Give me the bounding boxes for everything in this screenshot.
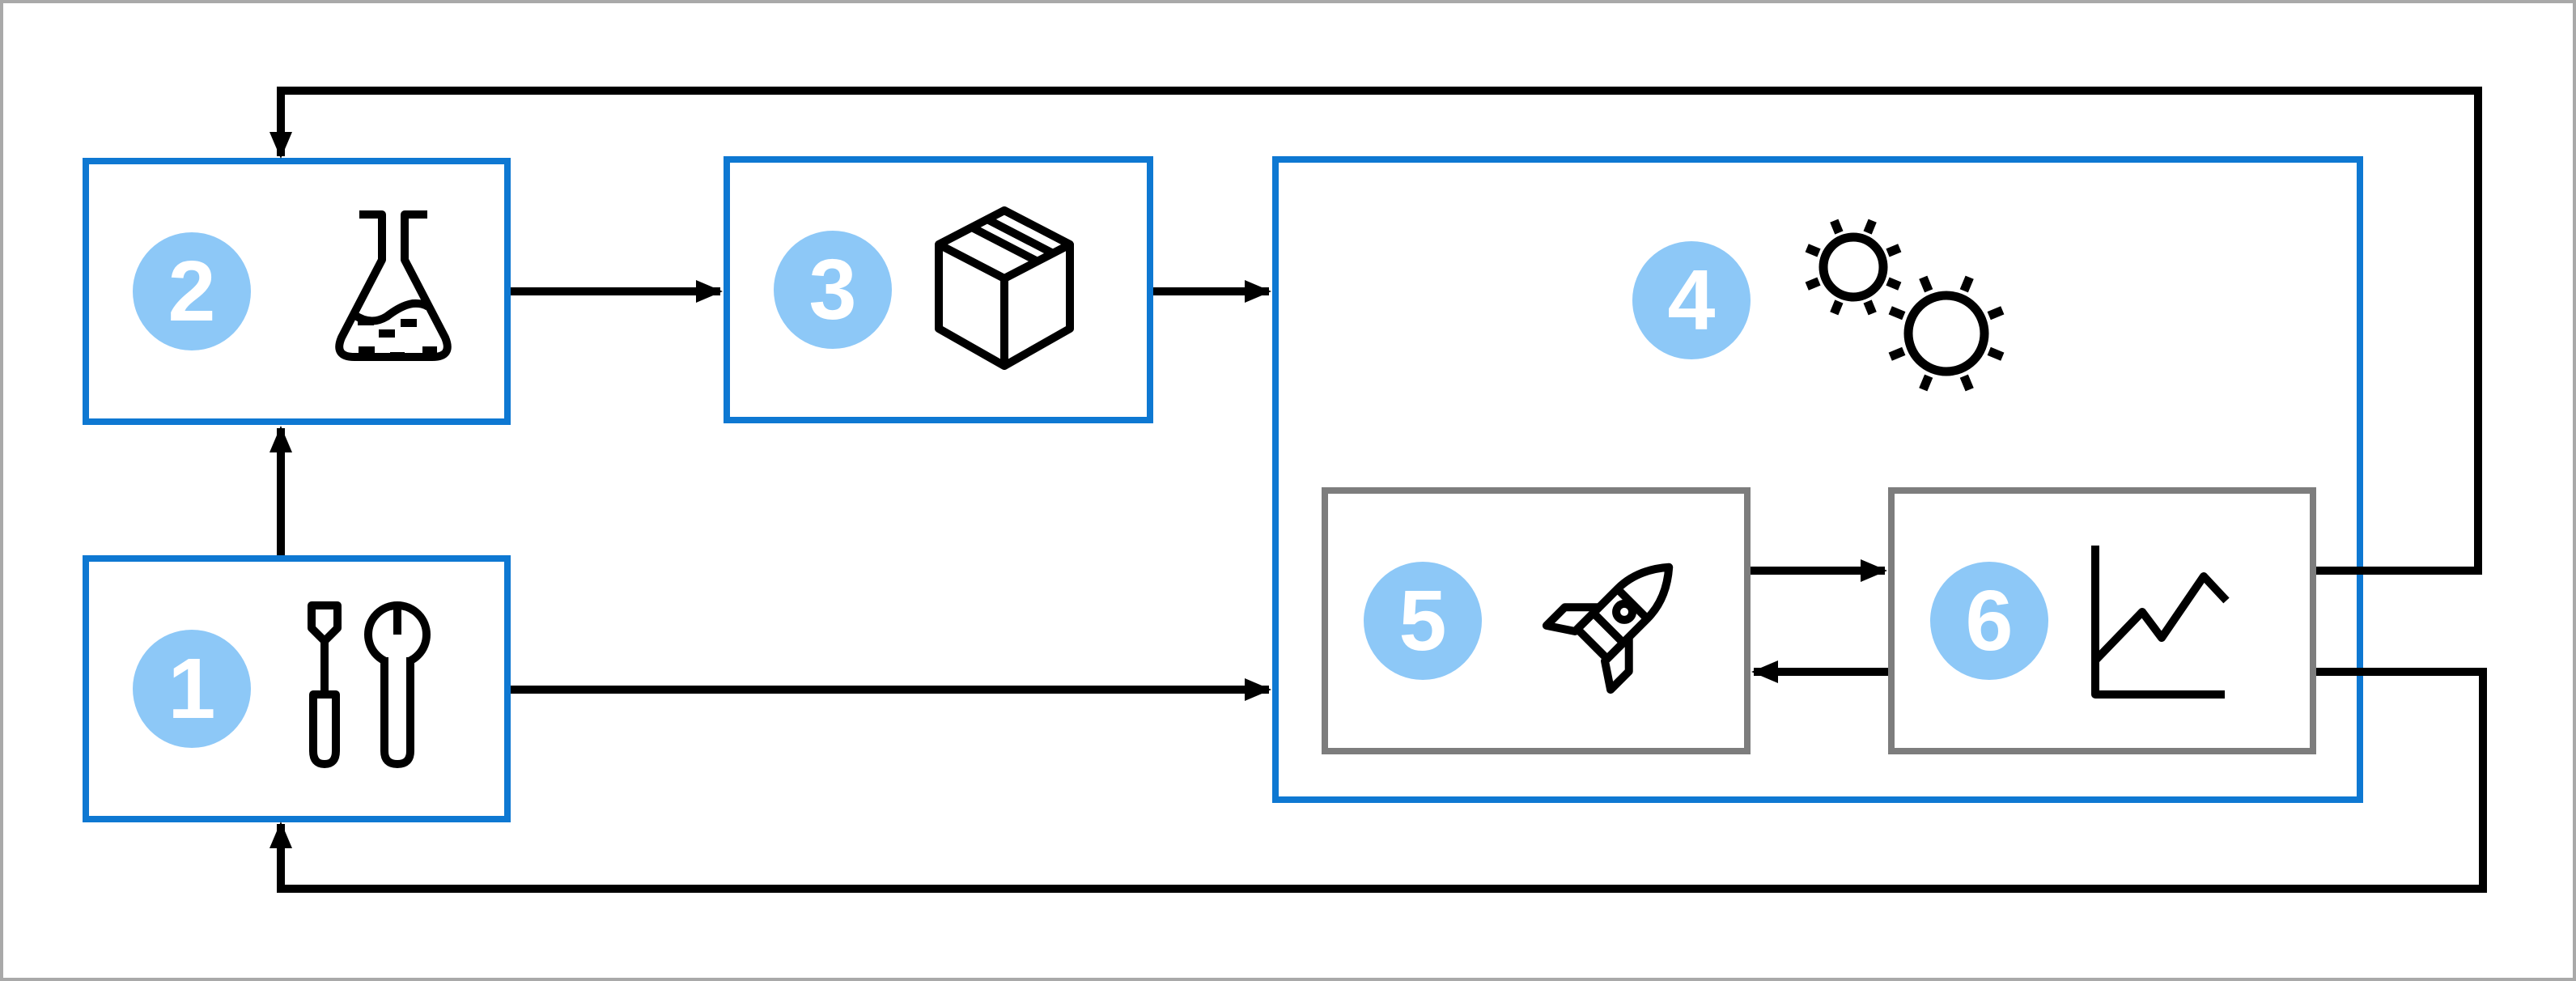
tools-icon	[308, 601, 431, 768]
step-badge-2: 2	[133, 232, 251, 350]
step-box-6: 6	[1888, 487, 2316, 754]
sun-large-icon	[1888, 275, 2005, 392]
screwdriver-handle	[309, 690, 340, 768]
rocket-window	[1612, 599, 1637, 624]
stage-container-4: 4 5	[1272, 156, 2363, 803]
step-box-5: 5	[1322, 487, 1751, 754]
wrench-handle	[380, 657, 414, 768]
step-box-3: 3	[724, 156, 1153, 423]
rocket-icon	[1542, 563, 1674, 694]
chart-axes	[2091, 546, 2225, 699]
step-box-2: 2	[83, 158, 511, 425]
step-badge-6: 6	[1930, 562, 2048, 680]
package-icon	[935, 206, 1074, 370]
step-box-1: 1	[83, 555, 511, 822]
step-badge-4: 4	[1632, 241, 1751, 359]
step-badge-1: 1	[133, 630, 251, 748]
chart-icon	[2091, 546, 2230, 699]
step-badge-3: 3	[774, 231, 892, 349]
step-badge-5: 5	[1364, 562, 1482, 680]
chart-line	[2092, 572, 2230, 664]
flask-icon	[335, 210, 452, 361]
screwdriver-blade	[308, 601, 342, 645]
